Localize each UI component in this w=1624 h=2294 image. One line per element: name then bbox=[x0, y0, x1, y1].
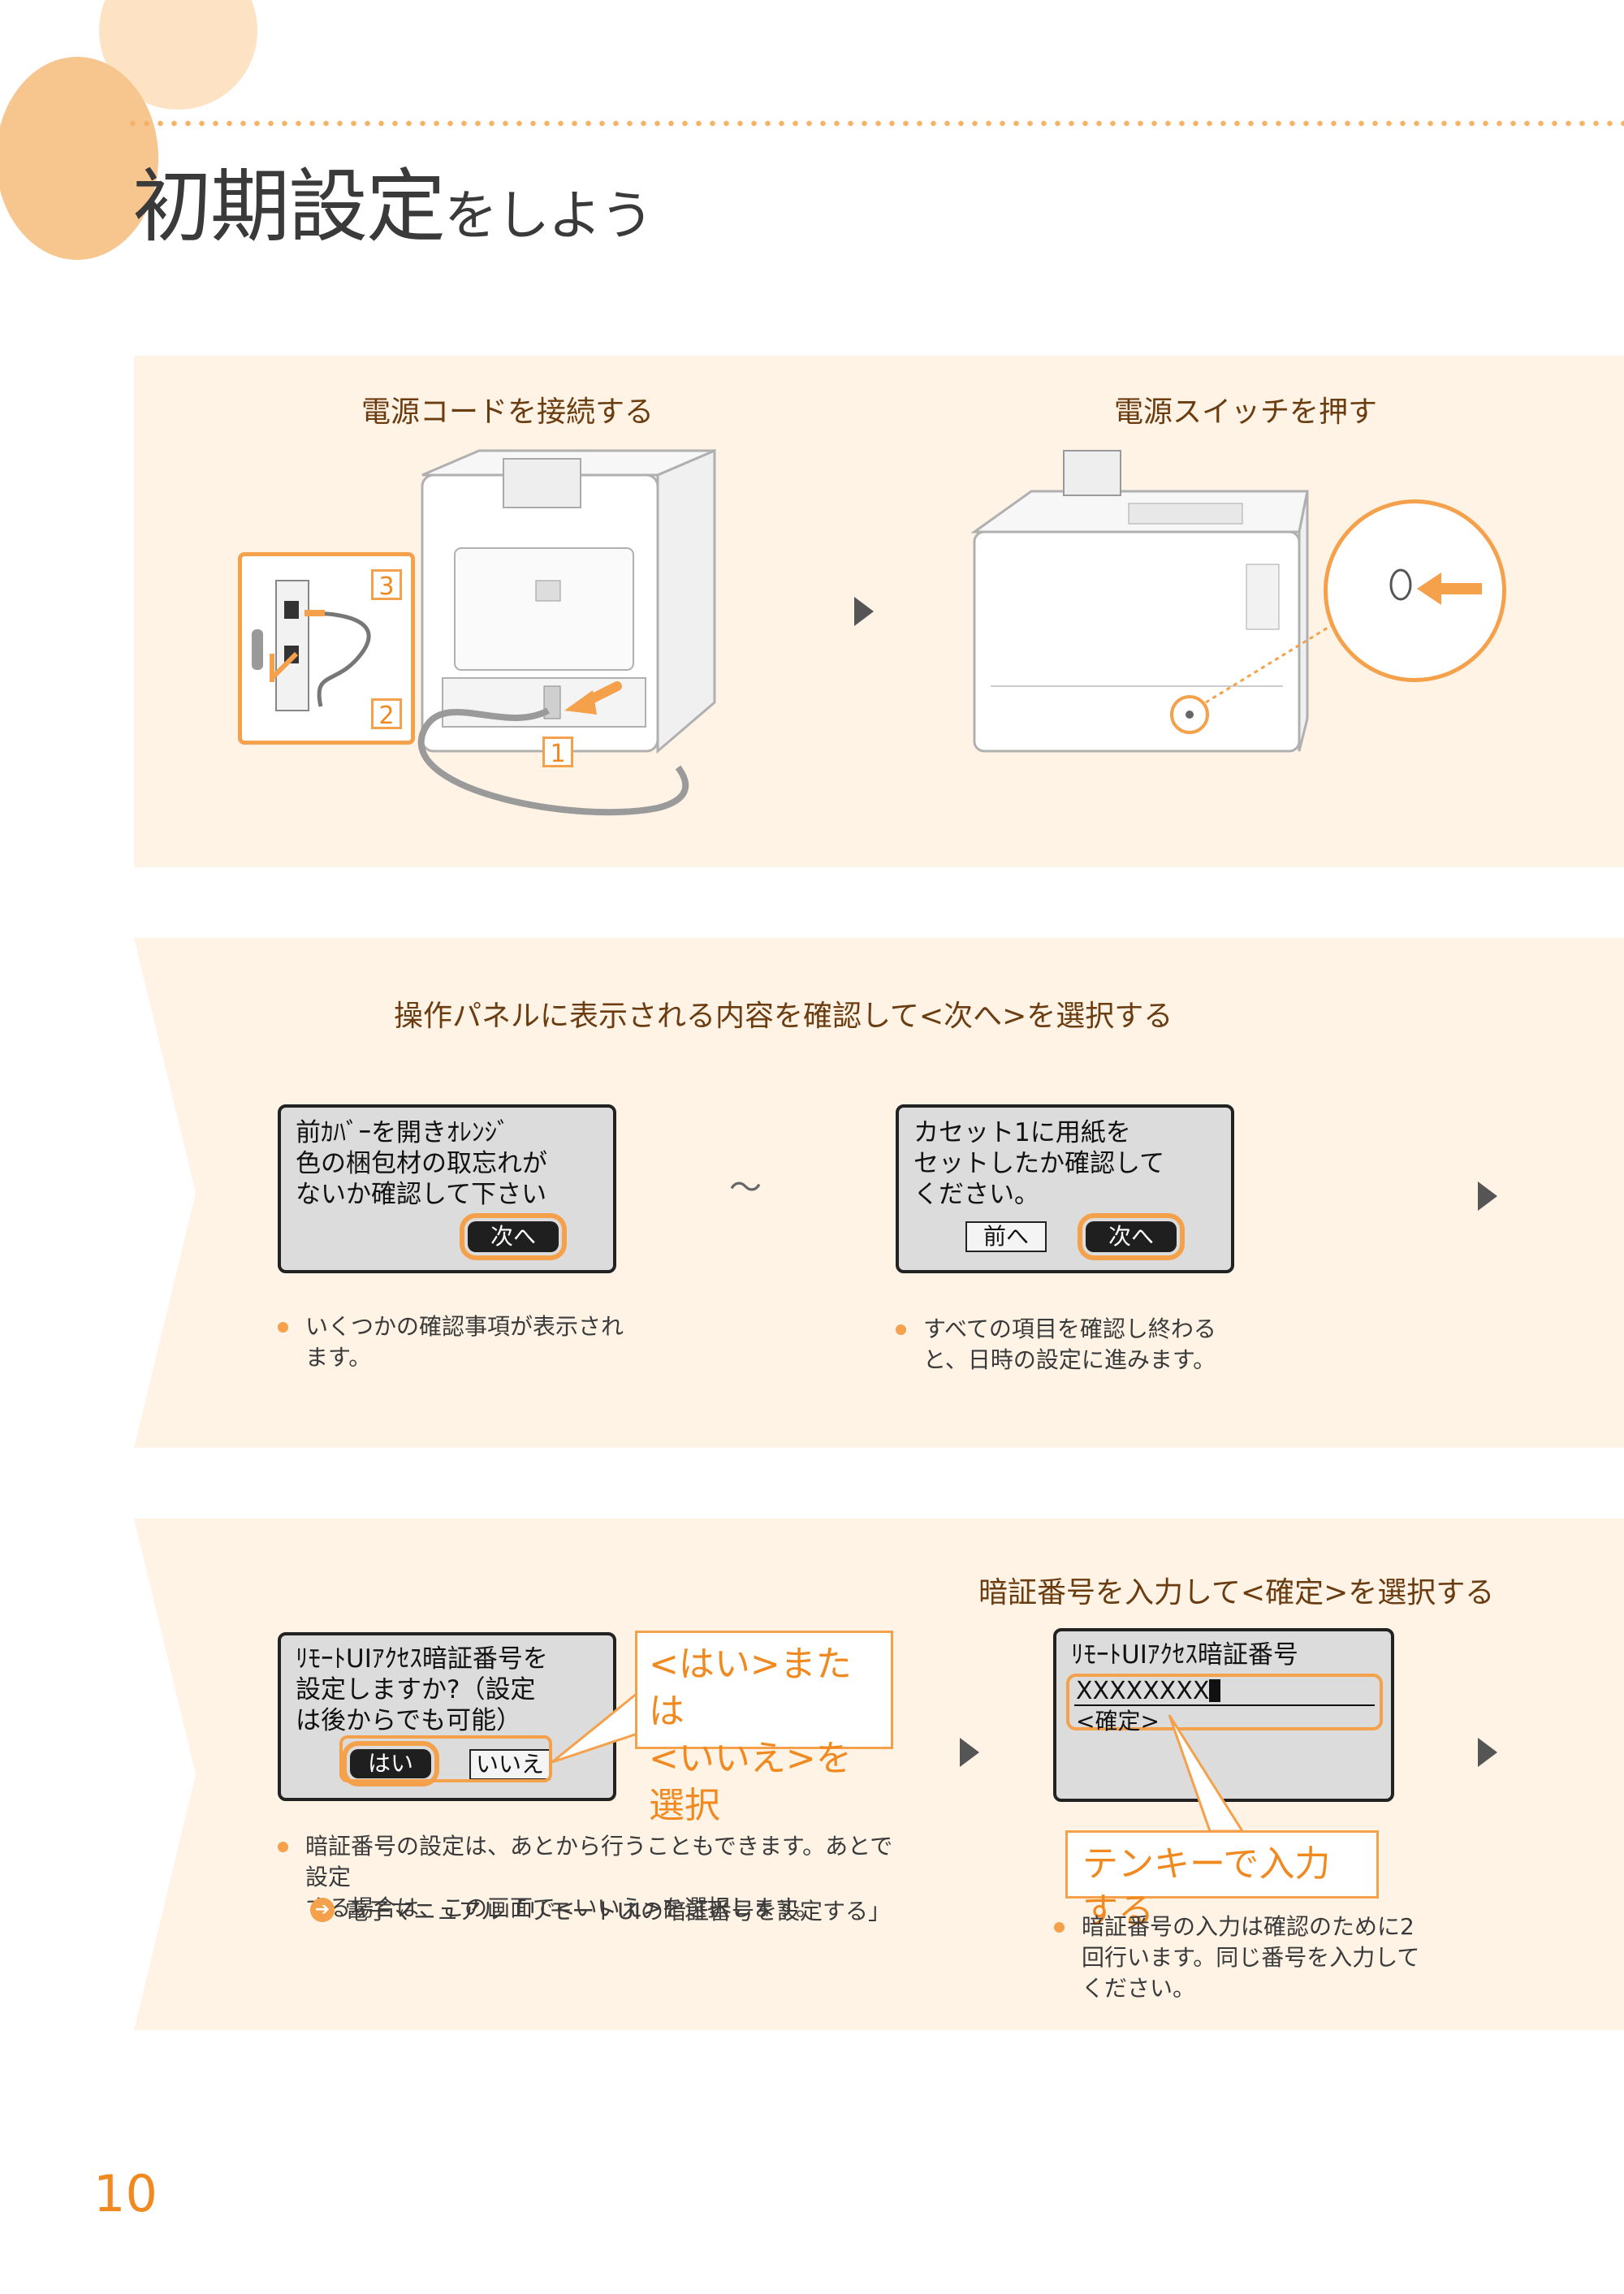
note-pin-later: 暗証番号の設定は、あとから行うこともできます。あとで設定 する場合は、この画面で… bbox=[278, 1831, 914, 1924]
dotted-rule bbox=[126, 120, 1624, 127]
arrow-next-step bbox=[854, 597, 874, 626]
panel-screen-remote-ui-pin: ﾘﾓｰﾄUIｱｸｾｽ暗証番号を 設定しますか?（設定 は後からでも可能） はい … bbox=[278, 1632, 616, 1801]
decor-circle-dark bbox=[0, 57, 158, 260]
screen-message: カセット1に用紙を セットしたか確認して ください。 bbox=[914, 1118, 1165, 1209]
page-title-suffix: をしよう bbox=[444, 184, 654, 247]
arrow-next-step bbox=[1478, 1738, 1497, 1767]
text-cursor bbox=[1209, 1679, 1221, 1702]
outlet-plug-illustration bbox=[252, 580, 371, 711]
printer-back-illustration bbox=[417, 448, 716, 816]
callout-select-yes-no: <はい>または <いいえ>を選択 bbox=[635, 1631, 893, 1826]
note-confirm-items: いくつかの確認事項が表示され ます。 bbox=[278, 1311, 646, 1373]
manual-ref-link[interactable]: 電子マニュアル「リモートUIの暗証番号を設定する」 bbox=[345, 1898, 892, 1925]
callout-enter-with-keypad: テンキーで入力する bbox=[1065, 1830, 1379, 1932]
note-pin-twice: 暗証番号の入力は確認のために2 回行います。同じ番号を入力して ください。 bbox=[1054, 1912, 1423, 2004]
panel-screen-pin-entry: ﾘﾓｰﾄUIｱｸｾｽ暗証番号 XXXXXXXX <確定> bbox=[1053, 1628, 1394, 1802]
panel-screen-cassette: カセット1に用紙を セットしたか確認して ください。 前へ 次へ bbox=[896, 1104, 1234, 1273]
step-confirm-next: 操作パネルに表示される内容を確認して<次へ>を選択する bbox=[394, 1000, 1173, 1033]
arrow-next-step bbox=[1478, 1182, 1497, 1211]
pin-underline bbox=[1074, 1704, 1375, 1706]
step-press-power-switch: 電源スイッチを押す bbox=[1114, 395, 1378, 429]
screen-title: ﾘﾓｰﾄUIｱｸｾｽ暗証番号 bbox=[1071, 1640, 1298, 1670]
step-enter-pin: 暗証番号を入力して<確定>を選択する bbox=[978, 1576, 1495, 1609]
label-step-3: 3 bbox=[371, 569, 402, 601]
yes-no-highlight bbox=[339, 1735, 552, 1782]
printer-front-illustration bbox=[970, 450, 1332, 753]
arrow-next-step bbox=[960, 1738, 979, 1767]
next-button[interactable]: 次へ bbox=[468, 1221, 559, 1252]
next-button[interactable]: 次へ bbox=[1086, 1221, 1177, 1252]
callout-pointer-keypad bbox=[1168, 1714, 1245, 1833]
label-step-2: 2 bbox=[371, 698, 402, 730]
power-switch-icon bbox=[1389, 568, 1482, 605]
tilde-continuation: ～ bbox=[729, 1169, 762, 1207]
confirm-option[interactable]: <確定> bbox=[1076, 1708, 1160, 1735]
screen-message: 前ｶﾊﾞｰを開きｵﾚﾝｼﾞ 色の梱包材の取忘れが ないか確認して下さい bbox=[296, 1118, 547, 1209]
panel-screen-front-cover: 前ｶﾊﾞｰを開きｵﾚﾝｼﾞ 色の梱包材の取忘れが ないか確認して下さい 次へ bbox=[278, 1104, 616, 1273]
callout-pointer-yes-no bbox=[551, 1691, 638, 1764]
arrow-circle-icon: ➔ bbox=[310, 1898, 335, 1922]
step-connect-power-cord: 電源コードを接続する bbox=[361, 395, 654, 429]
manual-ref-row[interactable]: ➔ 電子マニュアル「リモートUIの暗証番号を設定する」 bbox=[310, 1894, 891, 1926]
pin-input-value: XXXXXXXX bbox=[1076, 1677, 1221, 1705]
pin-input-field[interactable]: XXXXXXXX <確定> bbox=[1066, 1674, 1383, 1735]
label-step-1: 1 bbox=[542, 737, 573, 768]
page-title: 初期設定をしよう bbox=[132, 161, 654, 253]
prev-button[interactable]: 前へ bbox=[965, 1221, 1047, 1252]
no-button[interactable]: いいえ bbox=[469, 1749, 551, 1780]
page-number: 10 bbox=[93, 2164, 158, 2223]
note-after-confirm: すべての項目を確認し終わる と、日時の設定に進みます。 bbox=[896, 1314, 1264, 1376]
yes-button[interactable]: はい bbox=[350, 1749, 431, 1778]
screen-message: ﾘﾓｰﾄUIｱｸｾｽ暗証番号を 設定しますか?（設定 は後からでも可能） bbox=[296, 1644, 548, 1735]
